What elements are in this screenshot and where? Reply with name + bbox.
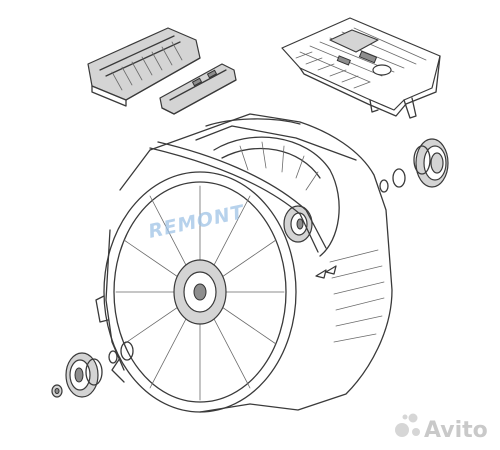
mesh-panel-part [281, 17, 441, 119]
tub-body-part [95, 113, 393, 413]
tub-cover-part [87, 27, 201, 107]
brand-text: Avito [424, 418, 488, 443]
front-bearing-part [65, 352, 103, 398]
washer-large [120, 341, 134, 361]
watermark-text: REMONT [146, 201, 247, 243]
rear-bearing-part [413, 138, 449, 188]
mounting-rail-part [159, 63, 237, 115]
o-ring-large [392, 168, 406, 188]
avito-dots-logo-icon [395, 413, 420, 437]
o-ring-small [379, 179, 389, 193]
nut-part [51, 384, 63, 398]
washer-small [108, 350, 118, 364]
